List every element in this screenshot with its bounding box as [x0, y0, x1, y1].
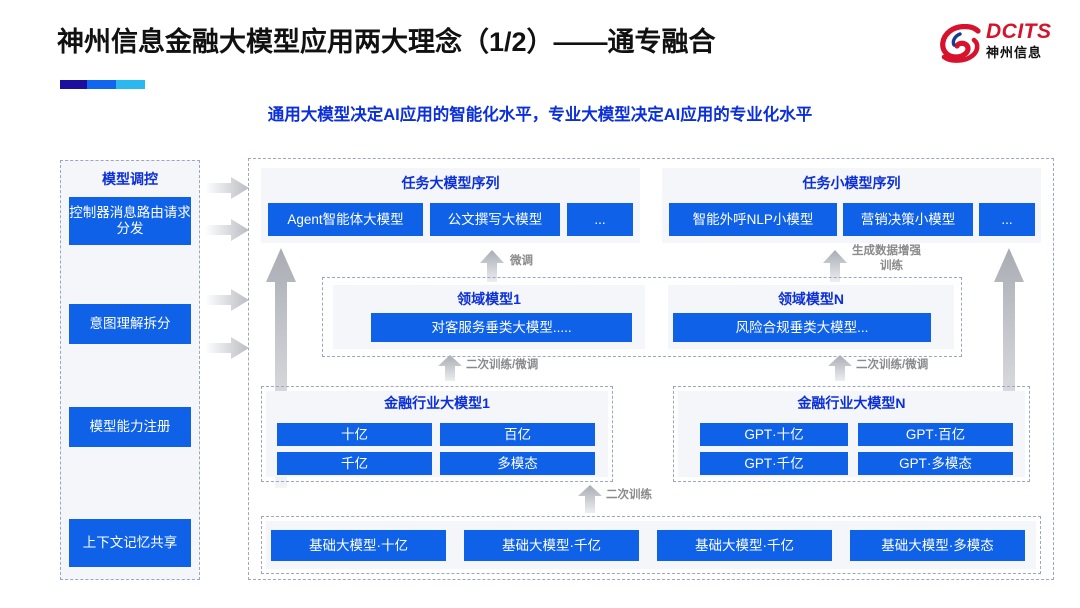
- industry-model-1-chip-3[interactable]: GPT·多模态: [858, 452, 1013, 475]
- model-control-title: 模型调控: [102, 171, 158, 187]
- flow-label-retrain-right: 二次训练/微调: [856, 359, 929, 371]
- flow-arrow-up-fine-tune: [480, 250, 504, 282]
- base-model-chip-1[interactable]: 基础大模型·千亿: [464, 530, 639, 561]
- industry-model-1-chip-2[interactable]: GPT·千亿: [700, 452, 848, 475]
- flow-arrow-up-tall-left: [266, 248, 296, 488]
- flow-label-retrain-base: 二次训练: [606, 489, 652, 501]
- architecture-outer-frame: [248, 158, 1054, 580]
- control-item-0[interactable]: 控制器消息路由请求分发: [69, 197, 191, 245]
- industry-model-0-chip-1[interactable]: 百亿: [440, 423, 595, 446]
- flow-arrow-up-retrain-base: [578, 485, 602, 513]
- accent-segment-1: [60, 80, 88, 89]
- industry-model-0-chip-3[interactable]: 多模态: [440, 452, 595, 475]
- page-subtitle: 通用大模型决定AI应用的智能化水平，专业大模型决定AI应用的专业化水平: [267, 106, 813, 124]
- industry-model-0-chip-2[interactable]: 千亿: [277, 452, 432, 475]
- flow-arrow-up-retrain-left: [438, 355, 462, 381]
- control-item-2[interactable]: 模型能力注册: [69, 407, 191, 447]
- industry-model-0-frame: [261, 386, 613, 482]
- page-title: 神州信息金融大模型应用两大理念（1/2）——通专融合: [57, 27, 716, 57]
- domain-model-0-chip[interactable]: 对客服务垂类大模型.....: [371, 313, 632, 342]
- flow-arrow-up-tall-right: [994, 248, 1024, 476]
- industry-model-1-title: 金融行业大模型N: [797, 395, 906, 411]
- flow-arrow-right-0: [205, 177, 249, 199]
- domain-model-0-title: 领域模型1: [457, 291, 521, 307]
- task-small-title: 任务小模型序列: [802, 175, 901, 191]
- logo-text: DCITS 神州信息: [986, 21, 1052, 59]
- flow-arrow-up-retrain-right: [828, 355, 852, 381]
- flow-arrow-right-3: [205, 337, 249, 359]
- base-model-chip-3[interactable]: 基础大模型·多模态: [850, 530, 1025, 561]
- task-large-chip-2[interactable]: ...: [567, 203, 633, 236]
- industry-model-1-frame: [673, 386, 1030, 482]
- industry-model-1-chip-1[interactable]: GPT·百亿: [858, 423, 1013, 446]
- flow-label-fine-tune: 微调: [510, 255, 533, 267]
- task-small-chip-2[interactable]: ...: [979, 203, 1035, 236]
- task-large-title: 任务大模型序列: [401, 175, 500, 191]
- flow-arrow-right-1: [205, 219, 249, 241]
- title-accent-bar: [60, 80, 145, 89]
- model-control-panel-border: [60, 160, 200, 580]
- accent-segment-2: [87, 80, 117, 89]
- company-logo: DCITS 神州信息: [938, 20, 1066, 70]
- flow-label-retrain-left: 二次训练/微调: [466, 359, 539, 371]
- flow-arrow-up-data-aug: [823, 250, 847, 282]
- control-item-3[interactable]: 上下文记忆共享: [69, 519, 191, 567]
- industry-model-0-title: 金融行业大模型1: [384, 395, 490, 411]
- industry-model-0-chip-0[interactable]: 十亿: [277, 423, 432, 446]
- task-large-chip-0[interactable]: Agent智能体大模型: [268, 203, 423, 236]
- base-model-chip-2[interactable]: 基础大模型·千亿: [657, 530, 832, 561]
- domain-model-1-chip[interactable]: 风险合规垂类大模型...: [673, 313, 931, 342]
- task-small-chip-1[interactable]: 营销决策小模型: [843, 203, 973, 236]
- control-item-1[interactable]: 意图理解拆分: [69, 304, 191, 344]
- flow-label-data-aug-line1: 生成数据增强: [852, 245, 921, 257]
- base-models-frame: [261, 516, 1041, 574]
- logo-english-name: DCITS: [986, 20, 1052, 43]
- task-small-chip-0[interactable]: 智能外呼NLP小模型: [669, 203, 837, 236]
- domain-models-frame: [322, 277, 962, 357]
- task-large-chip-1[interactable]: 公文撰写大模型: [430, 203, 560, 236]
- dcits-swirl-icon: [940, 24, 981, 63]
- logo-chinese-name: 神州信息: [986, 45, 1043, 60]
- domain-model-1-title: 领域模型N: [777, 291, 845, 307]
- flow-label-data-aug-line2: 训练: [880, 260, 903, 272]
- accent-segment-3: [116, 80, 145, 89]
- base-model-chip-0[interactable]: 基础大模型·十亿: [271, 530, 446, 561]
- flow-arrow-right-2: [205, 289, 249, 311]
- industry-model-1-chip-0[interactable]: GPT·十亿: [700, 423, 848, 446]
